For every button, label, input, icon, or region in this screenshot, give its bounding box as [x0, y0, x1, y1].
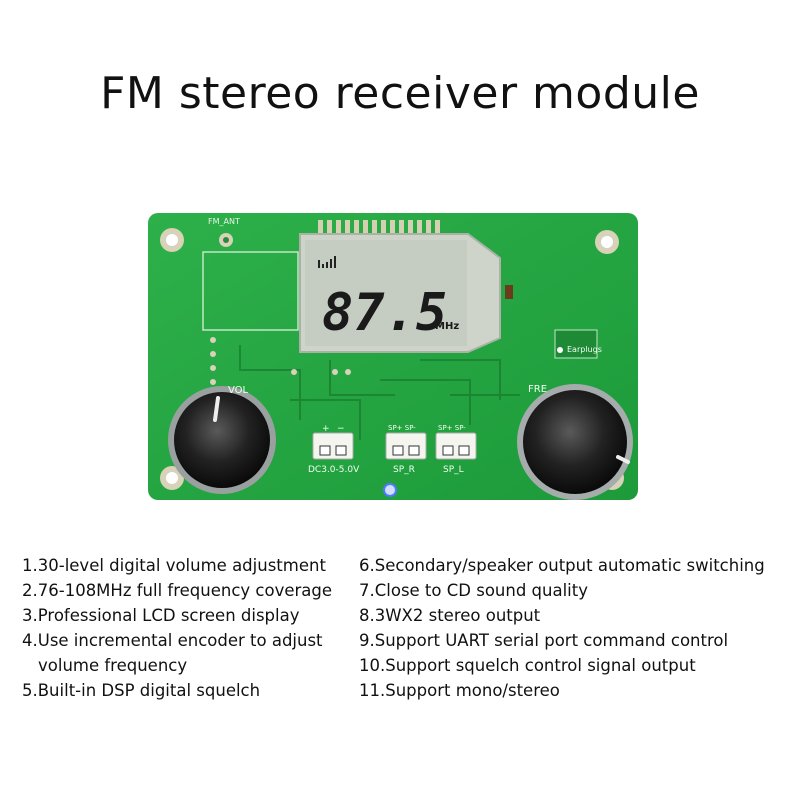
frequency-knob [517, 384, 633, 500]
feature-item: 6.Secondary/speaker output automatic swi… [359, 556, 765, 575]
features-left-column: 1.30-level digital volume adjustment 2.7… [22, 553, 332, 703]
antenna-label: FM_ANT [208, 217, 240, 226]
feature-item: 9.Support UART serial port command contr… [359, 631, 729, 650]
volume-knob [168, 386, 276, 494]
fre-label: FRE [528, 384, 547, 395]
feature-item: 5.Built-in DSP digital squelch [22, 681, 261, 700]
feature-item: 1.30-level digital volume adjustment [22, 556, 326, 575]
feature-item: 7.Close to CD sound quality [359, 581, 588, 600]
features-right-column: 6.Secondary/speaker output automatic swi… [359, 553, 765, 703]
feature-item: 2.76-108MHz full frequency coverage [22, 581, 333, 600]
feature-item: 3.Professional LCD screen display [22, 606, 300, 625]
sp-r-terminal-label: SP+ SP- [388, 424, 416, 432]
feature-item: 4.Use incremental encoder to adjust [22, 631, 323, 650]
pcb-board-image: 87.5 MHz FM_ANT VOL FRE Earplugs + − SP+… [0, 180, 800, 520]
vol-label: VOL [228, 385, 249, 396]
sp-l-label: SP_L [443, 465, 464, 475]
feature-item: 10.Support squelch control signal output [359, 656, 696, 675]
led-indicator [383, 483, 397, 497]
earplugs-label: Earplugs [567, 345, 602, 354]
lcd-unit: MHz [435, 321, 459, 332]
lcd-frequency: 87.5 [322, 283, 447, 343]
signal-icon [318, 256, 336, 268]
sp-r-label: SP_R [393, 465, 415, 475]
sp-l-terminal-label: SP+ SP- [438, 424, 466, 432]
feature-item-continuation: volume frequency [38, 656, 188, 675]
page-title: FM stereo receiver module [100, 68, 700, 119]
feature-item: 8.3WX2 stereo output [359, 606, 541, 625]
terminal-plus: + [322, 424, 330, 434]
terminal-minus: − [337, 424, 345, 434]
feature-item: 11.Support mono/stereo [359, 681, 560, 700]
dc-label: DC3.0-5.0V [308, 465, 360, 475]
